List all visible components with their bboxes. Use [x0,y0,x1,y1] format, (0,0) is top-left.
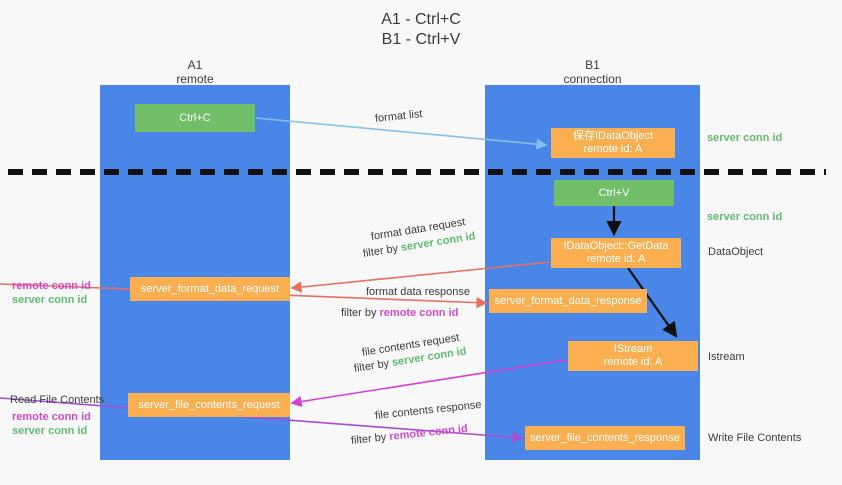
right-label-write-file-contents: Write File Contents [708,432,802,444]
filter-value: remote conn id [379,307,459,319]
right-label-server-conn-id-mid: server conn id [707,211,783,223]
node-server-format-data-response[interactable]: server_format_data_response [489,289,647,313]
node-server-format-data-request-label: server_format_data_request [140,282,280,295]
node-ctrl-v[interactable]: Ctrl+V [554,180,674,206]
lane-b1-name: B1 [585,58,600,72]
left-label-read-file-contents: Read File Contents [10,394,105,406]
node-save-idataobject[interactable]: 保存IDataObject remote id: A [551,128,675,158]
left-label-remote-conn-id-2: remote conn id [12,411,91,423]
left-label-server-conn-id-2: server conn id [12,425,88,437]
lane-a1-sub: remote [176,72,214,86]
lane-b1-sub: connection [563,72,622,86]
title-line-2: B1 - Ctrl+V [381,31,461,48]
right-label-server-conn-id-top: server conn id [707,132,783,144]
node-istream[interactable]: IStream remote id: A [568,341,698,371]
left-label-server-conn-id-1: server conn id [12,294,88,306]
edge-label-format-data-response: format data response [366,286,470,298]
lane-header-b1: B1 connection [485,58,700,86]
right-label-dataobject: DataObject [708,246,764,258]
node-istream-sub: remote id: A [603,356,663,368]
node-getdata-sub: remote id: A [586,253,646,265]
node-save-idataobject-sub: remote id: A [583,143,643,155]
lane-a1-name: A1 [187,58,203,72]
lane-header-a1: A1 remote [100,58,290,86]
right-label-istream: Istream [708,351,745,363]
filter-prefix: filter by [362,242,402,260]
node-ctrl-c-label: Ctrl+C [179,111,211,124]
node-idataobject-getdata[interactable]: IDataObject::GetData remote id: A [551,238,681,268]
filter-prefix: filter by [353,357,393,375]
node-server-file-contents-response[interactable]: server_file_contents_response [525,426,685,450]
node-ctrl-v-label: Ctrl+V [598,186,630,199]
left-label-conn-ids-1: remote conn id server conn id [12,279,91,307]
node-server-format-data-request[interactable]: server_format_data_request [130,277,290,301]
node-ctrl-c[interactable]: Ctrl+C [135,104,255,132]
node-save-idataobject-title: 保存IDataObject [572,130,654,142]
node-istream-title: IStream [613,343,653,355]
filter-prefix: filter by [350,431,390,447]
node-getdata-title: IDataObject::GetData [563,240,669,252]
edge-label-format-list: format list [374,108,424,125]
edge-label-file-contents-response: file contents response [374,398,483,422]
title-line-1: A1 - Ctrl+C [381,11,461,28]
page-title: A1 - Ctrl+C B1 - Ctrl+V [0,10,842,50]
node-server-file-contents-request-label: server_file_contents_request [138,398,280,411]
node-server-file-contents-response-label: server_file_contents_response [530,431,680,444]
left-label-remote-conn-id-1: remote conn id [12,280,91,292]
edge-label-format-data-response-filter: filter by remote conn id [341,306,458,320]
node-server-file-contents-request[interactable]: server_file_contents_request [128,393,290,417]
filter-value: remote conn id [388,422,469,443]
edge-label-file-contents-response-filter: filter by remote conn id [350,422,468,448]
left-label-conn-ids-2: remote conn id server conn id [12,410,91,438]
filter-prefix: filter by [341,307,380,319]
node-server-format-data-response-label: server_format_data_response [494,294,642,307]
